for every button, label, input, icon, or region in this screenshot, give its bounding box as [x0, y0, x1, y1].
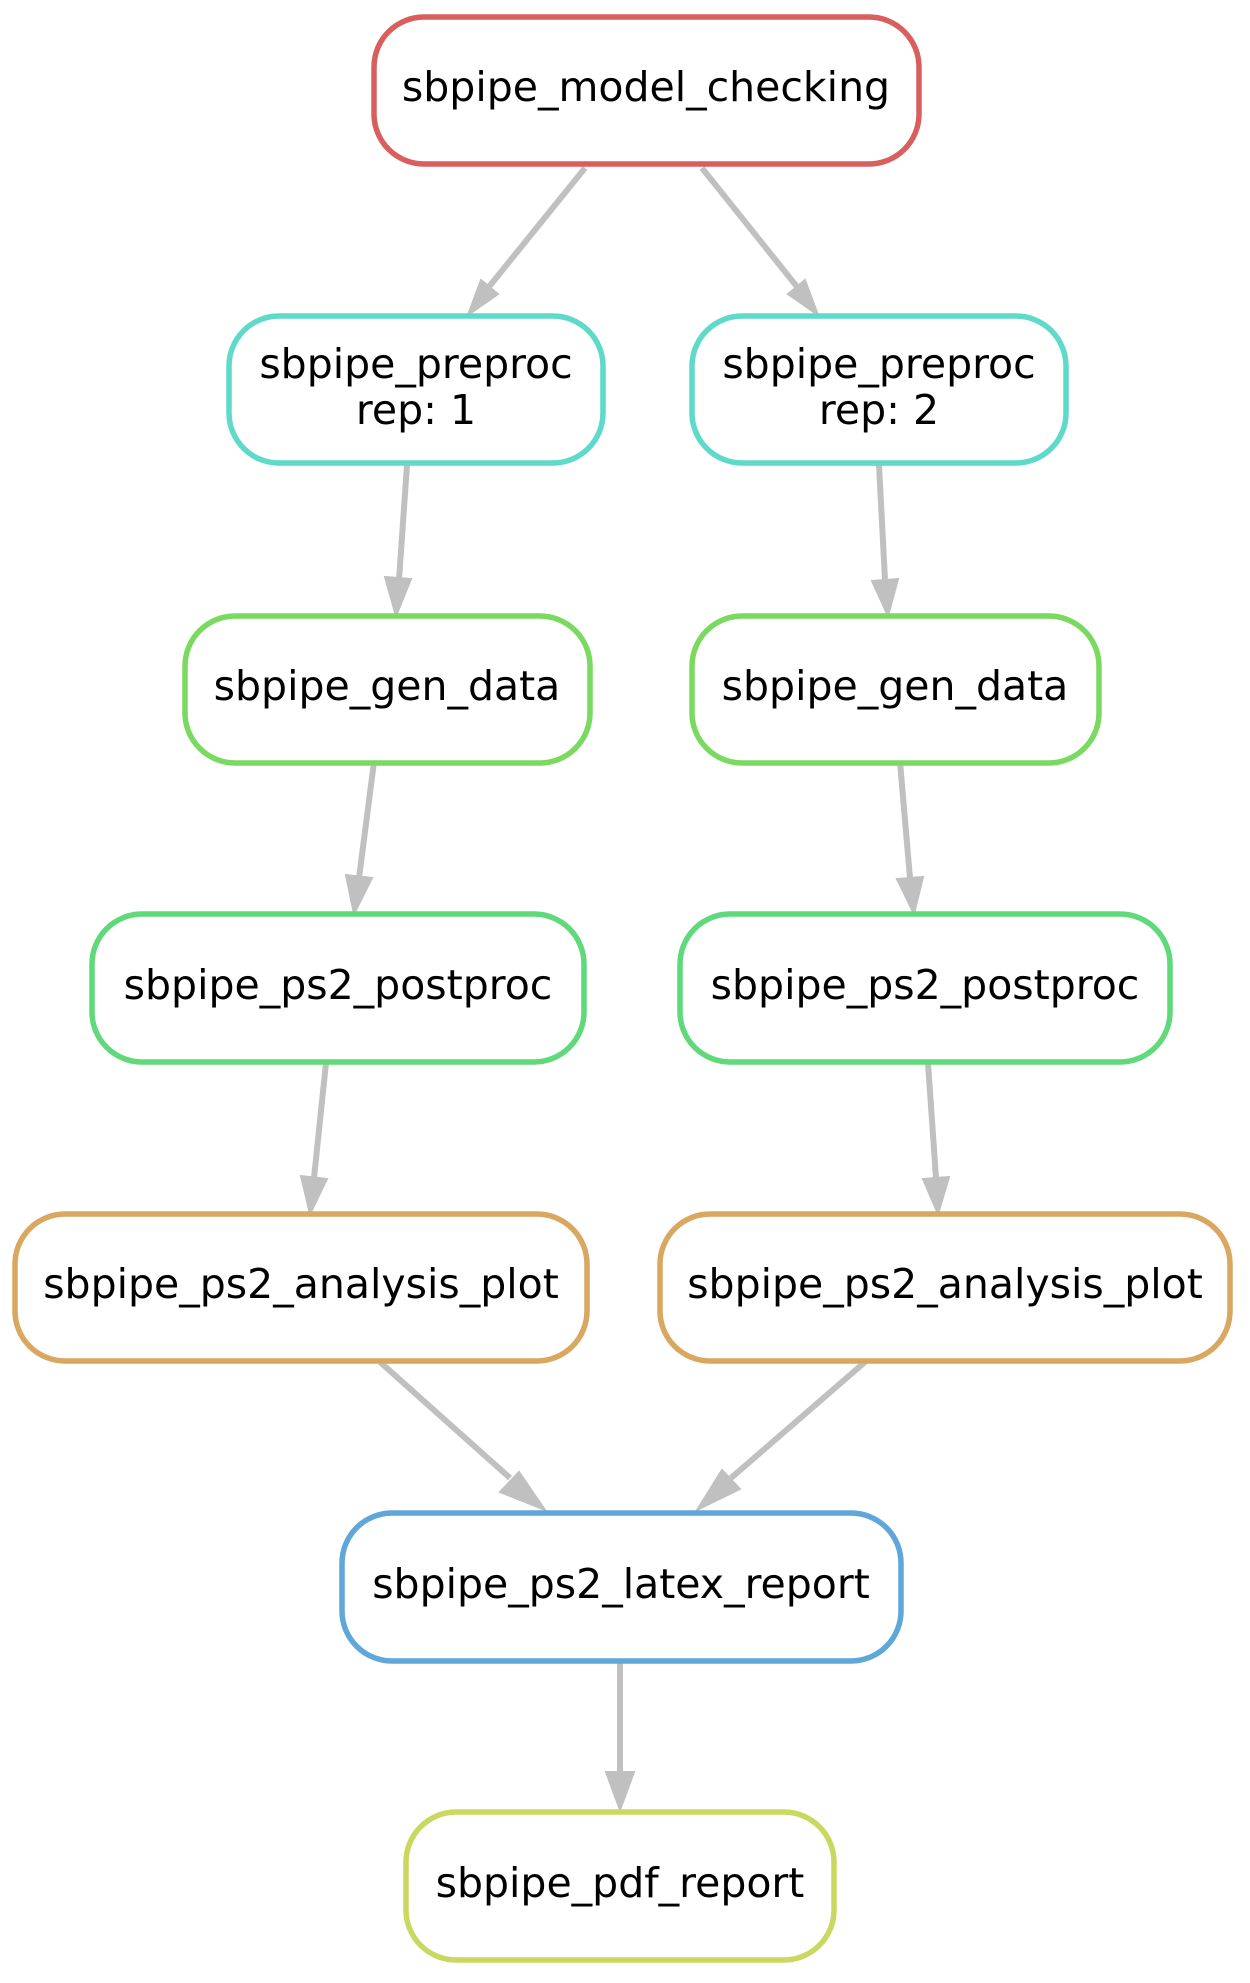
node-label: sbpipe_ps2_postproc — [124, 961, 553, 1009]
node-label: sbpipe_ps2_analysis_plot — [43, 1260, 559, 1308]
edge-postproc-1-to-analysis-plot-1 — [299, 1062, 329, 1217]
node-ps2-analysis-plot-1[interactable]: sbpipe_ps2_analysis_plot — [12, 1211, 590, 1364]
node-sublabel: rep: 1 — [356, 386, 476, 434]
node-preproc-rep-1[interactable]: sbpipe_preproc rep: 1 — [226, 313, 606, 466]
edge-preproc-1-to-gen-data-1 — [383, 464, 413, 620]
edge-postproc-2-to-analysis-plot-2 — [921, 1062, 951, 1217]
edge-preproc-2-to-gen-data-2 — [870, 464, 900, 619]
edges — [299, 166, 951, 1813]
node-gen-data-2[interactable]: sbpipe_gen_data — [689, 613, 1102, 766]
node-label: sbpipe_model_checking — [402, 63, 890, 111]
node-ps2-latex-report[interactable]: sbpipe_ps2_latex_report — [339, 1510, 904, 1664]
node-sublabel: rep: 2 — [819, 386, 939, 434]
edge-analysis-plot-2-to-latex-report — [694, 1359, 867, 1513]
node-pdf-report[interactable]: sbpipe_pdf_report — [403, 1809, 837, 1963]
node-ps2-postproc-1[interactable]: sbpipe_ps2_postproc — [89, 911, 587, 1065]
node-label: sbpipe_preproc — [259, 340, 572, 388]
node-model-checking[interactable]: sbpipe_model_checking — [371, 14, 922, 167]
edge-model-checking-to-preproc-1 — [465, 166, 588, 318]
node-label: sbpipe_pdf_report — [436, 1859, 805, 1907]
node-gen-data-1[interactable]: sbpipe_gen_data — [182, 613, 593, 766]
node-label: sbpipe_ps2_latex_report — [372, 1560, 870, 1608]
node-ps2-analysis-plot-2[interactable]: sbpipe_ps2_analysis_plot — [657, 1211, 1233, 1364]
node-label: sbpipe_gen_data — [722, 662, 1069, 710]
node-label: sbpipe_preproc — [722, 340, 1035, 388]
edge-latex-report-to-pdf-report — [604, 1663, 636, 1813]
edge-gen-data-1-to-postproc-1 — [344, 761, 377, 918]
node-preproc-rep-2[interactable]: sbpipe_preproc rep: 2 — [689, 313, 1069, 466]
node-ps2-postproc-2[interactable]: sbpipe_ps2_postproc — [677, 911, 1173, 1065]
edge-analysis-plot-1-to-latex-report — [378, 1359, 548, 1513]
edge-model-checking-to-preproc-2 — [699, 166, 821, 318]
node-label: sbpipe_ps2_postproc — [711, 961, 1140, 1009]
node-label: sbpipe_ps2_analysis_plot — [687, 1260, 1203, 1308]
node-label: sbpipe_gen_data — [214, 662, 561, 710]
edge-gen-data-2-to-postproc-2 — [895, 761, 925, 917]
